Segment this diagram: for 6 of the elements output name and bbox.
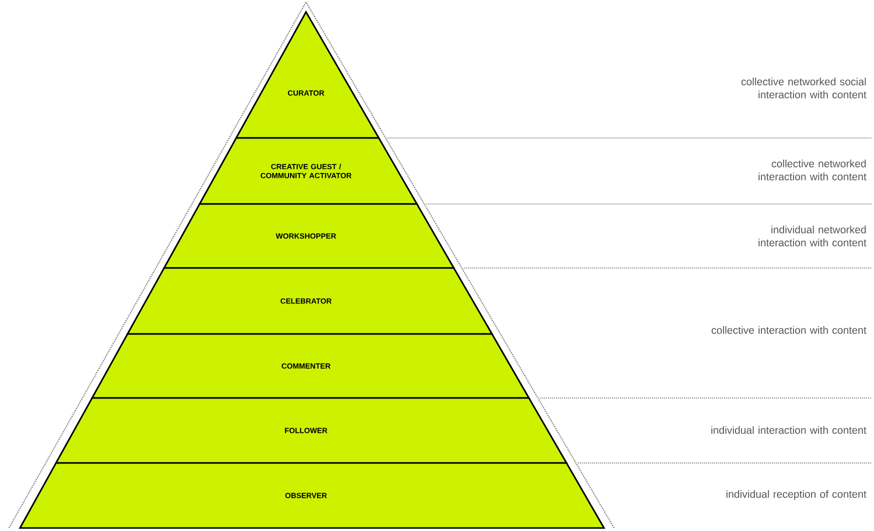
level-description: collective networked social interaction with content [741,78,866,98]
level-description: individual interaction with content [711,426,866,434]
level-description: individual reception of content [726,490,866,500]
level-description: individual networked interaction with content [758,226,866,246]
level-description: collective interaction with content [712,326,866,334]
level-description: collective networked interaction with content [758,160,866,180]
